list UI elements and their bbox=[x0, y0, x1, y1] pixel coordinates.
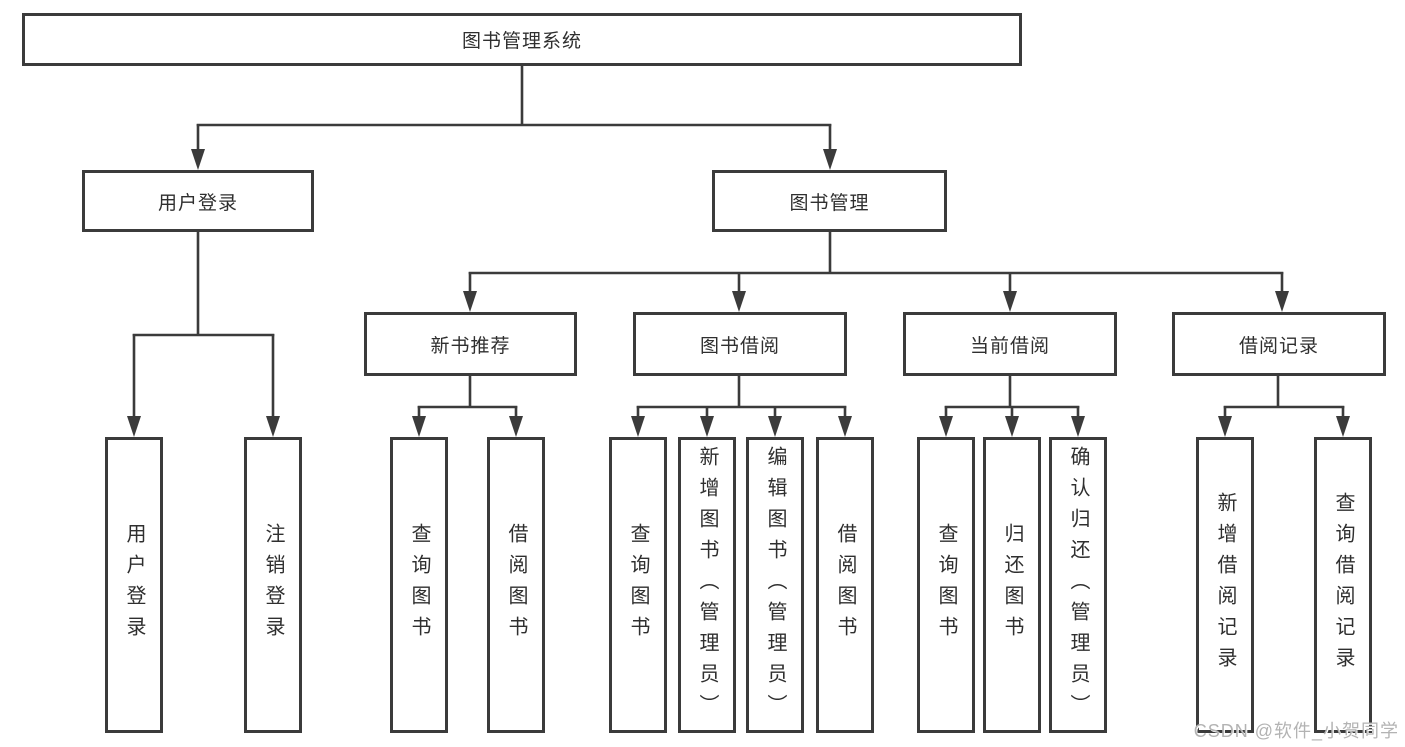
node-user-login-label: 用户登录 bbox=[157, 192, 238, 214]
leaf-bb-borrow-books-label: 借阅图书 bbox=[834, 523, 856, 647]
arrowhead bbox=[1336, 416, 1350, 437]
arrowhead bbox=[823, 149, 837, 170]
arrowhead bbox=[768, 416, 782, 437]
leaf-cb-return-books-label: 归还图书 bbox=[1001, 523, 1023, 647]
arrowhead bbox=[127, 416, 141, 437]
node-book-borrowing: 图书借阅 bbox=[633, 312, 847, 376]
node-current-borrowing-label: 当前借阅 bbox=[969, 335, 1050, 357]
leaf-bb-add-books-admin: 新增图书（管理员） bbox=[678, 437, 736, 733]
leaf-nr-borrow-books: 借阅图书 bbox=[487, 437, 545, 733]
leaf-bb-edit-books-admin: 编辑图书（管理员） bbox=[746, 437, 804, 733]
arrowhead bbox=[732, 291, 746, 312]
arrowhead bbox=[412, 416, 426, 437]
leaf-br-query-record: 查询借阅记录 bbox=[1314, 437, 1372, 733]
node-book-management-label: 图书管理 bbox=[789, 192, 870, 214]
leaf-bb-edit-books-admin-label: 编辑图书（管理员） bbox=[764, 445, 786, 725]
arrowhead bbox=[266, 416, 280, 437]
arrowhead bbox=[463, 291, 477, 312]
leaf-cb-query-books: 查询图书 bbox=[917, 437, 975, 733]
arrowhead bbox=[939, 416, 953, 437]
node-borrowing-records-label: 借阅记录 bbox=[1238, 335, 1319, 357]
leaf-cb-confirm-return-admin: 确认归还（管理员） bbox=[1049, 437, 1107, 733]
leaf-cb-confirm-return-admin-label: 确认归还（管理员） bbox=[1067, 445, 1089, 725]
node-book-borrowing-label: 图书借阅 bbox=[699, 335, 780, 357]
csdn-watermark: CSDN @软件_小贺同学 bbox=[1193, 721, 1399, 741]
node-root-label: 图书管理系统 bbox=[461, 31, 582, 52]
node-borrowing-records: 借阅记录 bbox=[1172, 312, 1386, 376]
arrowhead bbox=[1218, 416, 1232, 437]
leaf-br-add-record: 新增借阅记录 bbox=[1196, 437, 1254, 733]
leaf-logout-label: 注销登录 bbox=[262, 523, 284, 647]
node-user-login: 用户登录 bbox=[82, 170, 314, 232]
node-new-book-recommend: 新书推荐 bbox=[364, 312, 577, 376]
arrowhead bbox=[1005, 416, 1019, 437]
leaf-bb-borrow-books: 借阅图书 bbox=[816, 437, 874, 733]
arrowhead bbox=[191, 149, 205, 170]
node-book-management: 图书管理 bbox=[712, 170, 947, 232]
node-new-book-recommend-label: 新书推荐 bbox=[430, 335, 511, 357]
leaf-cb-return-books: 归还图书 bbox=[983, 437, 1041, 733]
leaf-br-query-record-label: 查询借阅记录 bbox=[1332, 492, 1354, 678]
arrowhead bbox=[1275, 291, 1289, 312]
leaf-bb-query-books-label: 查询图书 bbox=[627, 523, 649, 647]
arrowhead bbox=[700, 416, 714, 437]
node-root: 图书管理系统 bbox=[22, 13, 1022, 66]
arrowhead bbox=[838, 416, 852, 437]
leaf-cb-query-books-label: 查询图书 bbox=[935, 523, 957, 647]
leaf-bb-add-books-admin-label: 新增图书（管理员） bbox=[696, 445, 718, 725]
leaf-user-login: 用户登录 bbox=[105, 437, 163, 733]
leaf-nr-query-books-label: 查询图书 bbox=[408, 523, 430, 647]
leaf-bb-query-books: 查询图书 bbox=[609, 437, 667, 733]
leaf-nr-query-books: 查询图书 bbox=[390, 437, 448, 733]
leaf-nr-borrow-books-label: 借阅图书 bbox=[505, 523, 527, 647]
leaf-br-add-record-label: 新增借阅记录 bbox=[1214, 492, 1236, 678]
arrowhead bbox=[631, 416, 645, 437]
leaf-logout: 注销登录 bbox=[244, 437, 302, 733]
node-current-borrowing: 当前借阅 bbox=[903, 312, 1117, 376]
leaf-user-login-label: 用户登录 bbox=[123, 523, 145, 647]
arrowhead bbox=[1071, 416, 1085, 437]
arrowhead bbox=[1003, 291, 1017, 312]
arrowhead bbox=[509, 416, 523, 437]
